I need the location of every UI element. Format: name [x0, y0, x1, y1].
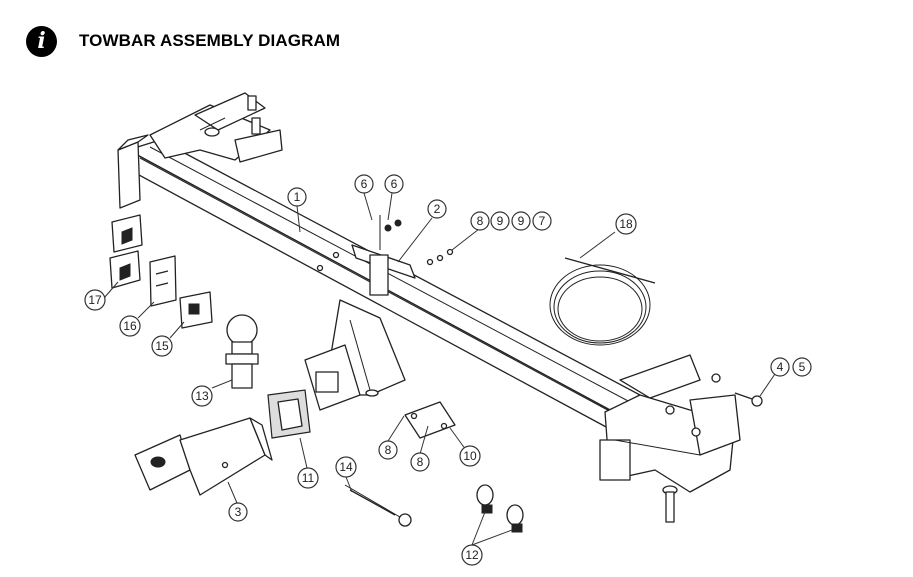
svg-text:14: 14: [339, 460, 353, 474]
callout-4: 4: [770, 357, 790, 377]
svg-text:8: 8: [477, 214, 484, 228]
svg-text:18: 18: [619, 217, 633, 231]
shackle-part: [476, 484, 524, 533]
svg-text:11: 11: [302, 471, 315, 485]
callout-8a: 8: [470, 211, 490, 231]
callout-8c: 8: [410, 452, 430, 472]
left-bracket-part: [149, 92, 283, 163]
svg-text:9: 9: [518, 214, 525, 228]
callout-16: 16: [119, 315, 141, 337]
page-title: TOWBAR ASSEMBLY DIAGRAM: [79, 31, 341, 50]
backing-plate-part: [404, 401, 456, 439]
svg-text:13: 13: [195, 389, 209, 403]
svg-text:8: 8: [385, 443, 392, 457]
svg-text:9: 9: [497, 214, 504, 228]
svg-text:8: 8: [417, 455, 424, 469]
callout-8b: 8: [378, 440, 398, 460]
svg-text:12: 12: [465, 548, 479, 562]
callout-5: 5: [792, 357, 812, 377]
callout-14: 14: [335, 456, 357, 478]
callout-12: 12: [461, 544, 483, 566]
svg-text:2: 2: [434, 202, 441, 216]
callout-6b: 6: [384, 174, 404, 194]
svg-text:15: 15: [155, 339, 169, 353]
svg-text:6: 6: [361, 177, 368, 191]
info-icon: i: [26, 25, 57, 57]
decal-parts: [109, 214, 213, 329]
tow-tongue-part: [134, 417, 273, 496]
bolt-part: [734, 392, 763, 407]
collar-part: [267, 389, 311, 439]
callout-7: 7: [532, 211, 552, 231]
svg-text:16: 16: [123, 319, 137, 333]
svg-text:4: 4: [777, 360, 784, 374]
page-header: i TOWBAR ASSEMBLY DIAGRAM: [26, 25, 340, 57]
callout-11: 11: [297, 467, 319, 489]
callout-18: 18: [615, 213, 637, 235]
callout-2: 2: [427, 199, 447, 219]
tow-ball-part: [225, 314, 259, 389]
callout-9a: 9: [490, 211, 510, 231]
right-bracket-part: [599, 354, 741, 523]
svg-text:3: 3: [235, 505, 242, 519]
svg-text:10: 10: [463, 449, 477, 463]
cable-part: [549, 257, 656, 346]
svg-text:17: 17: [88, 293, 102, 307]
svg-text:6: 6: [391, 177, 398, 191]
callout-9b: 9: [511, 211, 531, 231]
leader-lines: [103, 192, 778, 546]
hitch-pin-part: [344, 484, 412, 527]
mounting-plate-part: [316, 215, 454, 296]
svg-text:1: 1: [294, 190, 301, 204]
callout-3: 3: [228, 502, 248, 522]
callout-15: 15: [151, 335, 173, 357]
svg-text:7: 7: [539, 214, 546, 228]
callout-13: 13: [191, 385, 213, 407]
callout-10: 10: [459, 445, 481, 467]
callout-1: 1: [287, 187, 307, 207]
receiver-part: [304, 299, 406, 411]
callout-6a: 6: [354, 174, 374, 194]
svg-text:5: 5: [799, 360, 806, 374]
callout-17: 17: [84, 289, 106, 311]
